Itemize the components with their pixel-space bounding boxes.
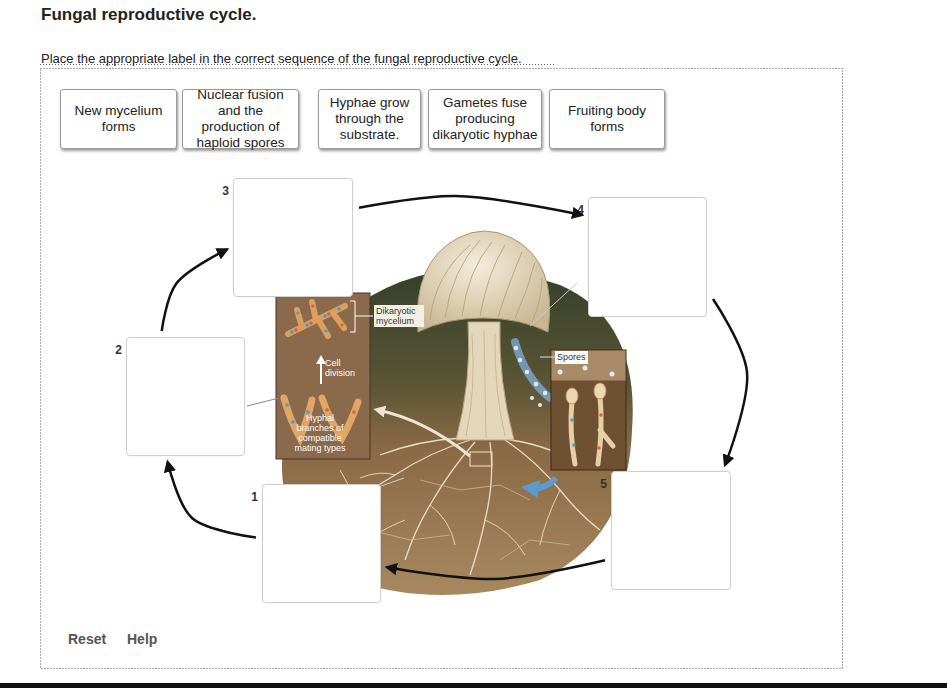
drop-box: 5 (611, 471, 731, 590)
nucleus (352, 410, 356, 414)
label-chip: Nuclear fusion and the production of hap… (182, 89, 299, 149)
illustration-label: Spores (555, 351, 588, 364)
bracket (350, 301, 373, 332)
callout-number: 3 (222, 184, 229, 198)
nucleus (597, 446, 600, 449)
nucleus (323, 314, 327, 318)
cap-fibers (430, 240, 542, 322)
inset-spores (558, 366, 615, 377)
nucleus (325, 408, 329, 412)
instruction-text: Place the appropriate label in the corre… (41, 51, 522, 66)
illustration-label: Hyphal branches of compatible mating typ… (289, 413, 351, 453)
spore-inset (551, 350, 626, 470)
stem-fibers (466, 330, 505, 438)
cycle-arrow (713, 299, 747, 465)
nucleus (294, 328, 298, 332)
leader-line (247, 398, 279, 406)
spore-dot (583, 366, 588, 371)
nucleus (570, 418, 573, 421)
cycle-arrow (359, 196, 582, 215)
spore-dot (518, 358, 522, 362)
label-text: Nuclear fusion and the production of hap… (186, 87, 295, 151)
zoom-arrow (378, 410, 470, 456)
mushroom-cap (417, 231, 549, 332)
division-arrow-shaft (320, 362, 322, 384)
hypha-line (370, 480, 570, 560)
hypha-tube (333, 313, 344, 328)
nucleus (599, 413, 602, 416)
label-chip: Hyphae grow through the substrate. (318, 89, 421, 149)
illustration-label: Cell division (325, 358, 363, 378)
nucleus (285, 403, 289, 407)
division-arrow-head (316, 355, 326, 364)
nucleus (340, 323, 343, 326)
button-text: Help (127, 631, 157, 647)
label-text: New mycelium forms (64, 103, 173, 135)
inset-surface (552, 351, 626, 381)
cycle-arrow (168, 462, 256, 538)
spore-dot (558, 370, 563, 375)
hypha-tube (571, 400, 575, 464)
nucleus (291, 420, 295, 424)
nucleus (311, 304, 314, 307)
nucleus (572, 443, 575, 446)
dikaryotic-hypha (288, 302, 345, 336)
zoom-square (470, 452, 492, 466)
button-text: Reset (68, 631, 106, 647)
hypha-tube (297, 310, 302, 327)
drop-box: 2 (126, 337, 245, 456)
callout-number: 5 (600, 477, 607, 491)
nucleus (324, 329, 327, 332)
nucleus (290, 330, 294, 334)
spore-drift-arrow (515, 342, 550, 398)
spore-dot (543, 391, 547, 395)
hypha-tube (600, 430, 613, 446)
drop-box: 4 (588, 197, 707, 317)
drop-box: 3 (233, 178, 353, 297)
callout-number: 4 (577, 203, 584, 217)
spore-dot (610, 372, 615, 377)
leader-line (540, 357, 555, 358)
spore-dot (525, 370, 529, 374)
label-chip: Fruiting body forms (549, 89, 665, 149)
label-chip: New mycelium forms (60, 89, 177, 149)
cycle-arrow (387, 560, 605, 579)
dotted-frame (41, 69, 843, 669)
mushroom-stem (456, 322, 514, 440)
nucleus (327, 312, 331, 316)
nucleus (309, 321, 313, 325)
label-text: Hyphae grow through the substrate. (322, 95, 417, 143)
spore-dot (534, 382, 538, 386)
falling-spores (514, 346, 547, 407)
nucleus (337, 307, 341, 311)
label-text: Gametes fuse producing dikaryotic hyphae (432, 95, 538, 143)
spore-body (594, 383, 606, 399)
leader-line (530, 283, 577, 326)
germination-arrow (530, 478, 556, 488)
label-chip: Gametes fuse producing dikaryotic hyphae (428, 89, 542, 149)
page-title: Fungal reproductive cycle. (41, 5, 256, 25)
nucleus (296, 311, 299, 314)
nuclei (570, 413, 602, 449)
spore-dot (530, 396, 534, 400)
bottom-bar (0, 683, 947, 688)
nucleus (305, 323, 309, 327)
hypha-line (405, 442, 475, 560)
drop-box: 1 (262, 484, 381, 603)
hypha-tube (318, 319, 328, 336)
spore-dot (514, 346, 518, 350)
callout-number: 1 (251, 490, 258, 504)
spore-body (566, 388, 578, 404)
germinating-hyphae (571, 396, 613, 464)
callout-number: 2 (115, 343, 122, 357)
illustration-label: Dikaryotic mycelium (374, 305, 424, 327)
hypha-tube (312, 302, 316, 320)
cycle-arrow (162, 249, 227, 331)
nuclei (290, 304, 343, 333)
hyphae-inset (276, 293, 370, 459)
label-text: Fruiting body forms (553, 103, 661, 135)
hypha-line (470, 442, 492, 575)
spore-dot (538, 403, 542, 407)
